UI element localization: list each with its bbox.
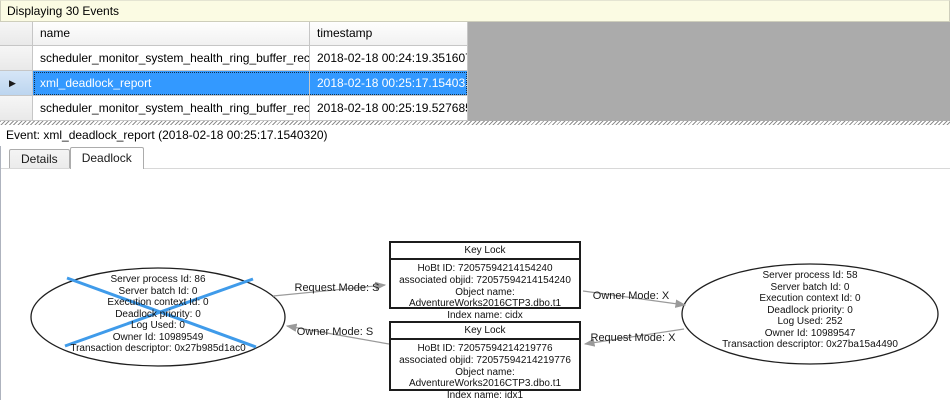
deadlock-graph-pane: Server process Id: 86 Server batch Id: 0… (1, 168, 950, 400)
process-attr: Log Used: 252 (777, 316, 843, 327)
lock-node-bottom[interactable]: Key Lock HoBt ID: 72057594214219776 asso… (389, 321, 581, 400)
event-row[interactable]: scheduler_monitor_system_health_ring_buf… (0, 46, 468, 71)
column-header-timestamp[interactable]: timestamp (310, 22, 468, 46)
row-selector-cell[interactable] (0, 46, 33, 71)
event-timestamp-cell[interactable]: 2018-02-18 00:25:17.1540320 (310, 71, 468, 96)
event-timestamp-cell[interactable]: 2018-02-18 00:24:19.3516078 (310, 46, 468, 71)
process-attr: Owner Id: 10989549 (112, 331, 204, 343)
lock-node-title: Key Lock (391, 243, 579, 260)
process-attr: Server batch Id: 0 (118, 285, 198, 297)
lock-attr: Object name: AdventureWorks2016CTP3.dbo.… (408, 366, 562, 390)
process-node-ellipse[interactable] (681, 263, 939, 365)
process-attr: Transaction descriptor: 0x27ba15a4490 (722, 339, 898, 350)
process-attr: Server batch Id: 0 (770, 281, 850, 293)
grid-splitter-handle[interactable] (0, 121, 950, 125)
edge-label-owner-mode-s: Owner Mode: S (296, 326, 374, 338)
lock-node-top[interactable]: Key Lock HoBt ID: 72057594214154240 asso… (389, 241, 581, 321)
events-grid-table: name timestamp scheduler_monitor_system_… (0, 22, 468, 121)
process-node-victim-ellipse[interactable] (30, 267, 286, 367)
selected-event-summary-bar: Event: xml_deadlock_report (2018-02-18 0… (0, 125, 950, 146)
lock-attr: Object name: AdventureWorks2016CTP3.dbo.… (408, 286, 562, 310)
tab-details[interactable]: Details (9, 149, 70, 168)
row-selector-cell[interactable] (0, 96, 33, 121)
victim-cross-icon (64, 277, 254, 348)
column-header-name[interactable]: name (33, 22, 310, 46)
process-attr: Log Used: 0 (131, 320, 185, 331)
edge-label-request-mode-x: Request Mode: X (590, 332, 676, 344)
edge-label-owner-mode-x: Owner Mode: X (592, 290, 670, 302)
process-node-victim-text[interactable]: Server process Id: 86 Server batch Id: 0… (38, 274, 278, 355)
edge-request-s-arrow (272, 281, 387, 297)
event-detail-pane: Details Deadlock (0, 146, 950, 400)
row-selector-cell-current[interactable]: ▶ (0, 71, 33, 96)
process-attr: Server process Id: 58 (762, 270, 858, 281)
detail-tabstrip: Details Deadlock (1, 146, 950, 169)
lock-attr: associated objid: 72057594214219776 (399, 354, 571, 366)
events-count-bar: Displaying 30 Events (0, 0, 950, 22)
tab-deadlock[interactable]: Deadlock (69, 147, 144, 169)
process-attr: Execution context Id: 0 (759, 293, 861, 304)
process-node-text[interactable]: Server process Id: 58 Server batch Id: 0… (690, 270, 930, 351)
process-attr: Owner Id: 10989547 (764, 327, 856, 339)
event-name-cell[interactable]: scheduler_monitor_system_health_ring_buf… (33, 46, 310, 71)
lock-attr: Index name: cidx (447, 310, 523, 322)
event-name-cell[interactable]: scheduler_monitor_system_health_ring_buf… (33, 96, 310, 121)
current-row-arrow-icon: ▶ (9, 78, 16, 88)
process-attr: Server process Id: 86 (110, 274, 206, 285)
event-row-selected[interactable]: ▶ xml_deadlock_report 2018-02-18 00:25:1… (0, 71, 468, 96)
process-attr: Deadlock priority: 0 (767, 304, 853, 316)
lock-node-title: Key Lock (391, 323, 579, 340)
event-name-cell[interactable]: xml_deadlock_report (33, 71, 310, 96)
selected-event-summary-label: Event: xml_deadlock_report (2018-02-18 0… (6, 128, 328, 142)
edge-owner-x-arrow (582, 290, 687, 308)
grid-header-row: name timestamp (0, 22, 468, 46)
events-count-label: Displaying 30 Events (7, 4, 120, 18)
event-row[interactable]: scheduler_monitor_system_health_ring_buf… (0, 96, 468, 121)
process-attr: Deadlock priority: 0 (115, 308, 201, 320)
lock-attr: Index name: idx1 (446, 390, 524, 400)
lock-attr: HoBt ID: 72057594214219776 (417, 343, 553, 354)
grid-empty-area (468, 22, 950, 121)
process-attr: Transaction descriptor: 0x27b985d1ac0 (70, 343, 246, 354)
row-selector-header[interactable] (0, 22, 33, 46)
process-attr: Execution context Id: 0 (107, 297, 209, 308)
edge-owner-s-arrow (285, 323, 390, 345)
edge-request-x-arrow (583, 328, 685, 347)
events-grid: name timestamp scheduler_monitor_system_… (0, 22, 950, 121)
edge-label-request-mode-s: Request Mode: S (294, 282, 380, 294)
lock-attr: HoBt ID: 72057594214154240 (417, 263, 553, 274)
deadlock-graph-canvas (30, 263, 939, 367)
event-timestamp-cell[interactable]: 2018-02-18 00:25:19.5276859 (310, 96, 468, 121)
lock-attr: associated objid: 72057594214154240 (399, 274, 571, 286)
